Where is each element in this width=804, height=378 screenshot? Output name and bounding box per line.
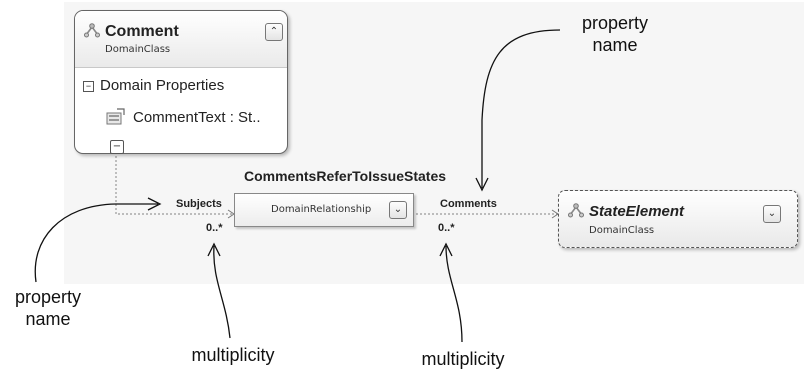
chevron-down-icon: ⌄ bbox=[393, 204, 403, 215]
callout-multiplicity-left: multiplicity bbox=[191, 345, 275, 365]
callout-text: property bbox=[581, 13, 649, 33]
property-icon bbox=[106, 108, 125, 125]
comment-class-shape[interactable]: Comment DomainClass ⌃ −Domain Properties… bbox=[74, 10, 288, 154]
callout-arrowhead-left bbox=[147, 197, 162, 211]
comment-class-name: Comment bbox=[105, 23, 179, 40]
callout-multiplicity-right: multiplicity bbox=[421, 349, 505, 369]
callout-arrow-left bbox=[34, 203, 158, 283]
callout-arrow-mult-left bbox=[213, 245, 231, 339]
state-element-class-name: StateElement bbox=[589, 203, 685, 220]
target-multiplicity[interactable]: 0..* bbox=[438, 222, 455, 234]
state-expand-button[interactable]: ⌄ bbox=[763, 205, 781, 223]
domain-class-icon bbox=[84, 23, 100, 38]
source-connector bbox=[115, 152, 234, 215]
callout-arrowhead-top bbox=[475, 177, 489, 192]
collapse-compartment-icon[interactable]: − bbox=[83, 81, 94, 92]
callout-arrow-mult-right bbox=[445, 245, 463, 343]
property-comment-text[interactable]: CommentText : St.. bbox=[133, 109, 261, 126]
source-role-label[interactable]: Subjects bbox=[176, 198, 222, 210]
source-multiplicity[interactable]: 0..* bbox=[206, 222, 223, 234]
relationship-expand-button[interactable]: ⌄ bbox=[389, 201, 407, 219]
callout-text: name bbox=[25, 309, 71, 329]
shape-expand-handle[interactable]: − bbox=[110, 140, 124, 154]
comment-class-stereotype: DomainClass bbox=[105, 44, 171, 55]
callout-property-name-top: property name bbox=[560, 12, 670, 56]
collapse-button[interactable]: ⌃ bbox=[265, 23, 283, 41]
state-element-class-shape[interactable]: StateElement DomainClass ⌄ bbox=[558, 190, 798, 248]
domain-class-icon bbox=[568, 203, 584, 218]
callout-arrowhead-mult-right bbox=[439, 242, 453, 257]
callout-arrow-top bbox=[481, 29, 561, 188]
target-role-label[interactable]: Comments bbox=[440, 198, 497, 210]
compartment-title: Domain Properties bbox=[100, 77, 225, 94]
callout-property-name-left: property name bbox=[0, 286, 96, 330]
domain-relationship-shape[interactable]: DomainRelationship ⌄ bbox=[234, 193, 414, 227]
comment-class-header: Comment DomainClass ⌃ bbox=[75, 11, 287, 68]
domain-properties-compartment[interactable]: −Domain Properties bbox=[83, 77, 224, 94]
state-element-stereotype: DomainClass bbox=[589, 225, 655, 236]
relationship-name: CommentsReferToIssueStates bbox=[244, 168, 447, 184]
chevron-up-icon: ⌃ bbox=[269, 26, 279, 37]
relationship-stereotype: DomainRelationship bbox=[271, 204, 372, 215]
callout-arrowhead-mult-left bbox=[207, 242, 221, 257]
callout-text: property bbox=[14, 287, 82, 307]
chevron-down-icon: ⌄ bbox=[767, 208, 777, 219]
callout-text: name bbox=[592, 35, 638, 55]
